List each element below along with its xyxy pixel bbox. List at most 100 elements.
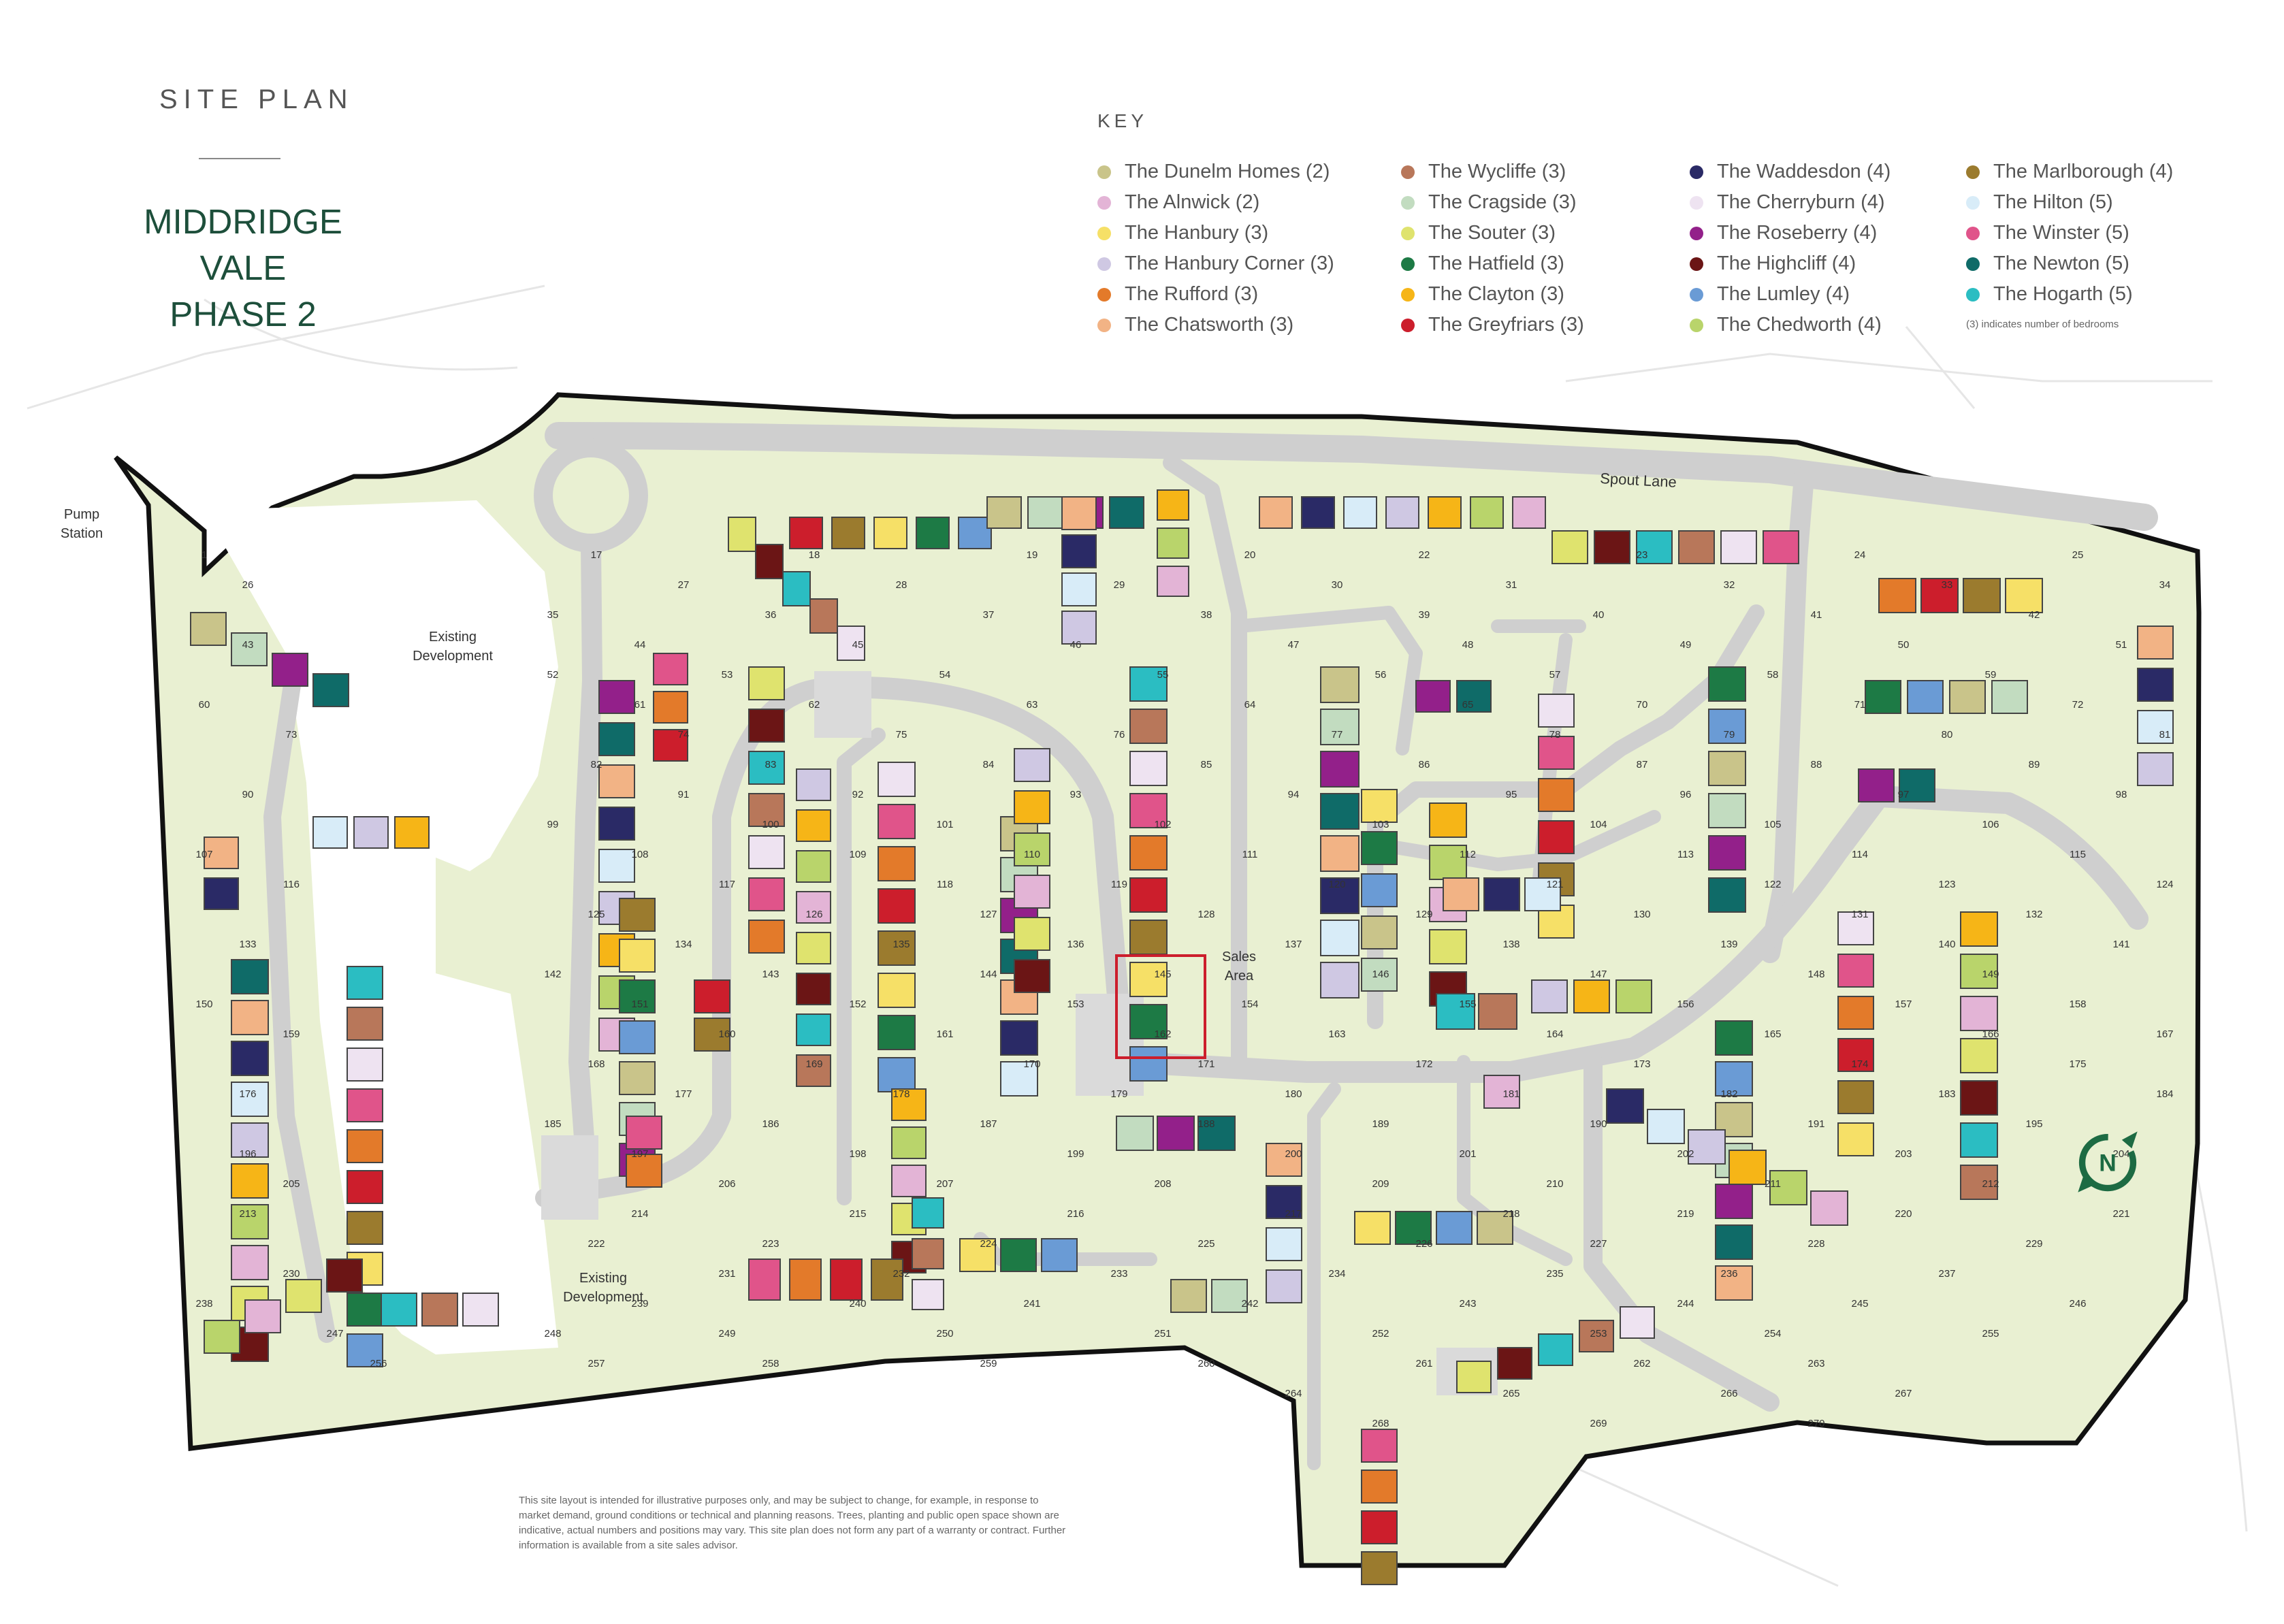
house-block [1170,1279,1207,1313]
plot-number: 257 [588,1358,605,1369]
house-block [347,1129,383,1163]
house-block [1320,666,1360,703]
plot-number: 180 [1285,1088,1302,1100]
plot-number: 255 [1982,1328,1999,1339]
house-block [1361,789,1398,823]
house-block [1000,1238,1037,1272]
house-block [878,888,916,924]
key-swatch [1401,195,1415,210]
key-item-label: The Clayton (3) [1428,283,1564,305]
plot-number: 222 [588,1238,605,1250]
house-block [353,816,389,849]
plot-number: 233 [1110,1268,1127,1280]
plot-number: 70 [1637,699,1648,711]
plot-number: 58 [1767,669,1779,681]
house-block [878,973,916,1008]
plot-number: 160 [718,1028,735,1040]
house-block [1531,979,1568,1013]
plot-number: 43 [242,639,254,651]
house-block [1266,1143,1302,1177]
house-block [1837,1080,1874,1114]
plot-number: 61 [634,699,646,711]
house-block [1027,496,1063,529]
house-block [878,1057,916,1092]
house-block [231,959,269,994]
plot-number: 41 [1811,609,1822,621]
plot-number: 98 [2116,789,2127,800]
house-block [231,1122,269,1158]
house-block [878,804,916,839]
key-swatch [1966,195,1980,210]
house-block [1991,680,2028,714]
plot-number: 97 [1898,789,1910,800]
key-item: The Hanbury Corner (3) [1097,248,1334,279]
house-block [1708,666,1746,702]
key-item-label: The Winster (5) [1993,222,2129,244]
house-block [1837,911,1874,945]
house-block [1579,1320,1614,1352]
house-block [986,496,1022,529]
plot-number: 120 [1328,879,1345,890]
plot-number: 138 [1502,939,1519,950]
house-block [1837,954,1874,988]
plot-number: 51 [2116,639,2127,651]
house-block [347,1211,383,1245]
plot-number: 25 [2072,549,2084,561]
plot-number: 251 [1154,1328,1171,1339]
plot-number: 119 [1111,879,1127,890]
plot-number: 243 [1459,1298,1476,1310]
plot-number: 145 [1154,969,1171,980]
plot-number: 124 [2156,879,2173,890]
key-item: The Cragside (3) [1401,187,1584,218]
house-block [796,932,831,964]
house-block [789,517,823,549]
plot-number: 176 [239,1088,256,1100]
plot-number: 35 [547,609,559,621]
plot-number: 147 [1590,969,1607,980]
house-block [326,1258,363,1293]
house-block [878,762,916,797]
plot-number: 170 [1023,1058,1040,1070]
house-block [1715,1061,1753,1097]
house-block [1769,1170,1807,1205]
plot-number: 204 [2112,1148,2129,1160]
house-block [1429,802,1467,838]
plot-number: 46 [1070,639,1082,651]
house-block [1960,911,1998,947]
house-block [1157,489,1189,521]
plot-number: 20 [1244,549,1256,561]
plot-number: 96 [1680,789,1692,800]
key-swatch [1097,257,1111,271]
house-block [1000,1061,1038,1097]
plot-number: 141 [2112,939,2129,950]
house-block [2137,752,2174,786]
house-block [912,1197,944,1229]
plot-number: 49 [1680,639,1692,651]
key-swatch [1401,287,1415,302]
key-swatch [1097,165,1111,179]
plot-number: 185 [544,1118,561,1130]
plot-number: 27 [678,579,690,591]
plot-number: 79 [1724,729,1735,741]
plot-number: 269 [1590,1418,1607,1429]
house-block [1129,793,1168,828]
key-item: The Greyfriars (3) [1401,310,1584,340]
house-block [1361,831,1398,865]
house-block [1538,820,1575,854]
house-block [796,891,831,924]
plot-number: 83 [765,759,777,770]
house-block [619,1061,656,1095]
house-block [1858,768,1895,802]
house-block [789,1258,822,1301]
plot-number: 30 [1332,579,1343,591]
plot-number: 196 [239,1148,256,1160]
plot-number: 82 [591,759,602,770]
key-item-label: The Highcliff (4) [1717,253,1856,274]
key-item: The Dunelm Homes (2) [1097,157,1334,187]
key-item-label: The Hanbury Corner (3) [1125,253,1334,274]
house-block [2137,710,2174,744]
house-block [1116,1116,1154,1151]
house-block [1678,530,1715,564]
house-block [1429,929,1467,964]
house-block [312,816,348,849]
